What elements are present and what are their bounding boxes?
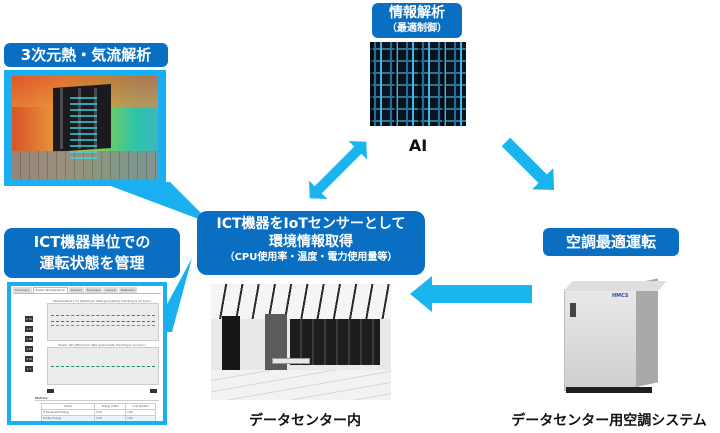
ict-label-line2: 運転状態を管理 [39,254,145,272]
dashboard-tab[interactable]: Layout [103,287,118,293]
temperature-series-pink [51,315,155,316]
metrics-divider [35,400,159,401]
dashboard-frame: Summary Power/Temperature Policies Firmw… [7,282,167,425]
datacenter-photo [211,284,391,400]
cfd-image-frame [4,70,166,186]
dashboard-tab[interactable]: Telemetry [118,287,138,293]
power-chart-title: Power (W) (Minimum data granularity tren… [58,343,146,347]
ai-label-sub: （最適制御） [387,23,447,34]
dashboard-tab[interactable]: Firmware [84,287,103,293]
metrics-cell: 0.00 [94,415,127,421]
ict-label: ICT機器単位での 運転状態を管理 [4,228,180,278]
arrow-ai-to-aircon [501,137,555,191]
arrow-aircon-to-datacenter [410,276,532,312]
range-button[interactable]: 1 D [25,326,33,332]
metrics-cell: 0.00 [125,415,156,421]
aircon-label: 空調最適運転 [543,228,679,256]
range-button[interactable]: 1 hr [25,316,33,322]
dashboard-tab[interactable]: Summary [13,287,32,293]
prev-button[interactable] [47,389,54,393]
range-button[interactable]: 3 M [25,356,33,362]
iot-label-line2: 環境情報取得 [269,234,353,250]
range-button[interactable]: 1 M [25,346,33,352]
ai-caption: AI [408,136,428,155]
metrics-table: Name Energy (kWh) Cost ($/kWh) IT Equipm… [40,403,156,421]
ai-visualization-image [370,42,466,126]
cfd-label: 3次元熱・気流解析 [4,43,168,67]
power-series-green [51,366,155,367]
temperature-series-brown [51,321,155,322]
iot-label: ICT機器をIoTセンサーとして 環境情報取得 （CPU使用率・温度・電力使用量… [197,211,425,275]
dashboard-tabs: Summary Power/Temperature Policies Firmw… [13,287,161,294]
aircon-brand-mark: HMCS [612,293,629,299]
bidirectional-arrow [309,141,367,199]
next-button[interactable] [150,389,157,393]
cfd-callout-tail [100,182,212,224]
iot-label-line1: ICT機器をIoTセンサーとして [216,216,406,232]
range-button[interactable]: 1 W [25,336,33,342]
temperature-chart [47,303,159,341]
ai-label: 情報解析 （最適制御） [372,3,462,38]
dashboard-tab[interactable]: Policies [68,287,84,293]
metrics-cell: Facility Energy [40,415,96,421]
metrics-row: Facility Energy 0.00 0.00 [40,415,156,421]
ict-label-line1: ICT機器単位での [33,233,151,251]
dashboard-tab-active[interactable]: Power/Temperature [32,287,68,293]
ai-label-main: 情報解析 [389,5,445,21]
aircon-caption: データセンター用空調システム [511,413,707,429]
temperature-series-green [51,325,155,326]
dashboard-screenshot: Summary Power/Temperature Policies Firmw… [11,286,163,421]
range-buttons: 1 hr 1 D 1 W 1 M 3 M 1 Y [25,316,33,376]
metrics-label: Metrics [35,396,48,400]
temperature-chart-title: Temperature (°C) (Minimum data granulari… [53,299,151,303]
aircon-unit-image: HMCS [564,278,667,395]
power-chart [47,347,159,385]
datacenter-caption: データセンター内 [249,413,361,429]
cfd-simulation-image [12,76,158,180]
iot-label-sub: （CPU使用率・温度・電力使用量等） [224,252,398,263]
range-button[interactable]: 1 Y [25,366,33,372]
